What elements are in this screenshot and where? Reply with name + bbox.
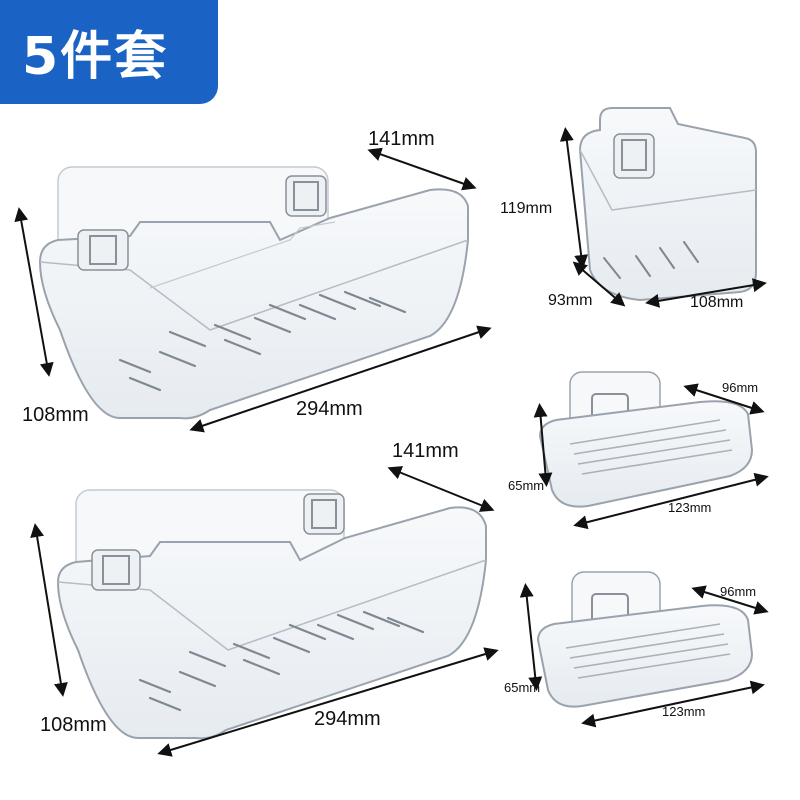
large-shelf-bottom-height-label: 108mm: [40, 714, 107, 736]
soap-dish-bottom-height-label: 65mm: [504, 680, 541, 695]
soap-dish-top-illustration: [533, 371, 769, 530]
large-shelf-top-illustration: [14, 147, 492, 433]
cup-holder-depth-label: 93mm: [548, 292, 593, 309]
large-shelf-bottom-depth-label: 141mm: [392, 440, 459, 462]
set-count-label: 5件套: [22, 27, 169, 87]
soap-dish-bottom-depth-label: 96mm: [720, 584, 757, 599]
large-shelf-bottom-illustration: [30, 466, 499, 757]
set-count-badge: 5件套: [0, 0, 218, 104]
soap-dish-top-depth-label: 96mm: [722, 380, 759, 395]
soap-dish-top-width-label: 123mm: [668, 500, 712, 515]
soap-dish-bottom-illustration: [519, 571, 769, 728]
cup-holder-illustration: [559, 107, 767, 308]
large-shelf-top-width-label: 294mm: [296, 398, 363, 420]
cup-holder-width-label: 108mm: [690, 294, 744, 311]
large-shelf-bottom-width-label: 294mm: [314, 708, 381, 730]
soap-dish-bottom-width-label: 123mm: [662, 704, 706, 719]
cup-holder-height-label: 119mm: [500, 200, 553, 217]
large-shelf-top-height-label: 108mm: [22, 404, 89, 426]
soap-dish-top-height-label: 65mm: [508, 478, 545, 493]
large-shelf-top-depth-label: 141mm: [368, 128, 435, 150]
